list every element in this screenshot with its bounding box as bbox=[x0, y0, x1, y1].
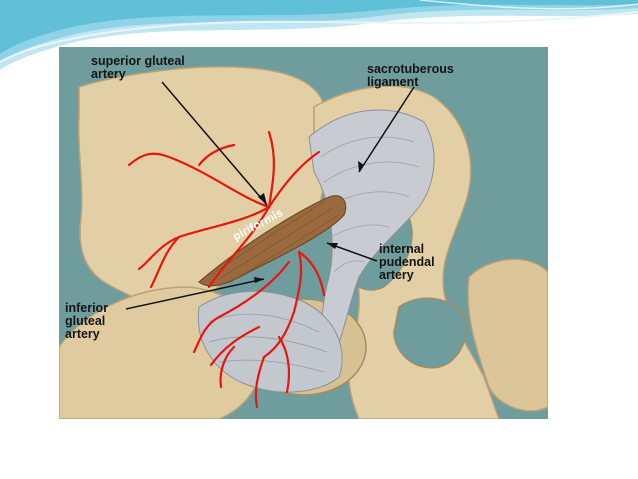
sacrotuberous-ligament-label: sacrotuberous ligament bbox=[367, 62, 454, 89]
internal-pudendal-artery-label: internal pudendal artery bbox=[379, 242, 435, 282]
leader-arrowheads bbox=[254, 161, 364, 283]
inferior-gluteal-artery-label: inferior gluteal artery bbox=[65, 301, 109, 341]
capsule-fibers bbox=[208, 313, 328, 373]
sacrotuberous-ligament bbox=[308, 109, 435, 369]
piriformis-muscle bbox=[198, 195, 347, 287]
superior-gluteal-artery-label: superior gluteal artery bbox=[91, 54, 185, 81]
obturator-foramen bbox=[393, 297, 467, 369]
ilium-bone bbox=[77, 66, 329, 310]
arteries bbox=[127, 130, 326, 409]
slide-header-decoration bbox=[0, 0, 638, 70]
ischial-tuberosity bbox=[467, 258, 548, 412]
muscle-striations bbox=[210, 201, 340, 284]
anatomy-figure: piriformis superior gluteal artery sacro… bbox=[59, 47, 548, 419]
hip-capsule-ligament bbox=[197, 290, 343, 393]
pelvis-illustration bbox=[59, 66, 548, 419]
